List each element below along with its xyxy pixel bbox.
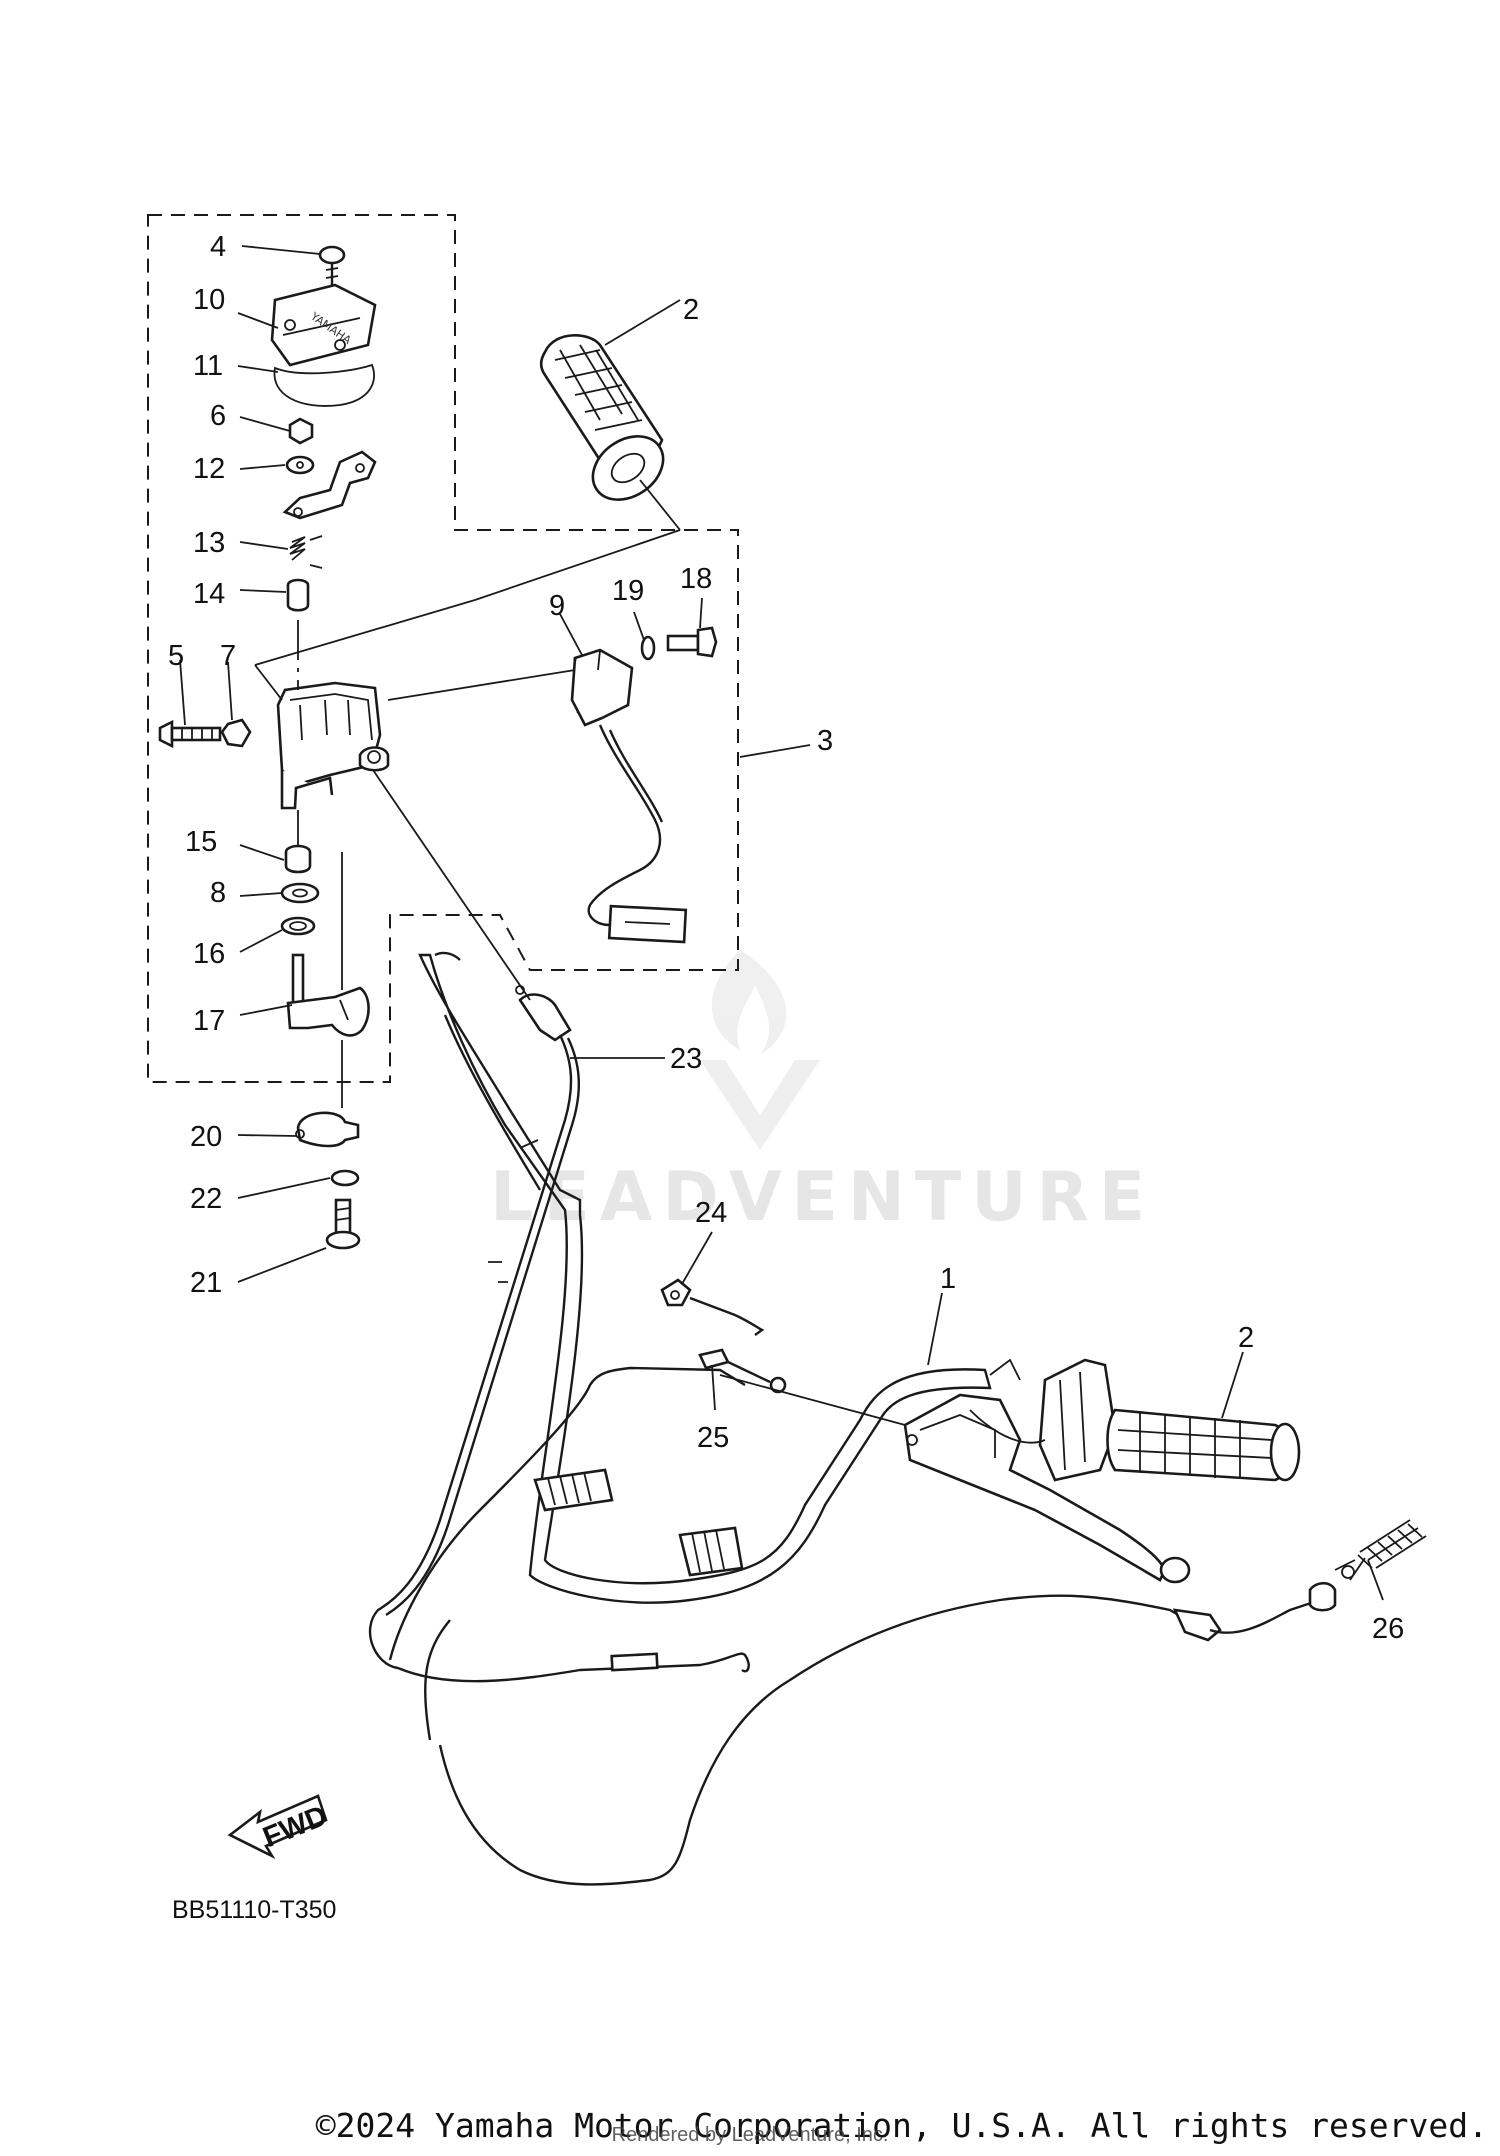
handlebar-part-1: [418, 951, 992, 1604]
switch-housing: [276, 681, 390, 810]
callout-8: 8: [210, 877, 226, 909]
callout-13: 13: [193, 527, 225, 559]
screw-part-4: [318, 245, 346, 290]
callout-24: 24: [695, 1197, 727, 1229]
watermark-logo: [700, 950, 820, 1150]
callout-3: 3: [817, 725, 833, 757]
bracket-part-12: [282, 450, 377, 520]
callout-26: 26: [1372, 1613, 1404, 1645]
switch-part-9: [570, 648, 688, 944]
spring-part-13: [289, 536, 306, 561]
switch-cover-part-10: YAMAHA: [270, 283, 377, 367]
brake-lever-assembly: [903, 1358, 1191, 1584]
clamp-part-24: [660, 1278, 765, 1336]
nut-part-6: [288, 417, 314, 445]
callout-6: 6: [210, 400, 226, 432]
callout-19: 19: [612, 575, 644, 607]
callout-10: 10: [193, 284, 225, 316]
leader-lines: [179, 245, 1384, 1601]
callout-15: 15: [185, 826, 217, 858]
callout-2-top: 2: [683, 294, 699, 326]
callout-14: 14: [193, 578, 225, 610]
washer-part-16: [280, 916, 316, 936]
callout-12: 12: [193, 453, 225, 485]
callout-7: 7: [220, 640, 236, 672]
diagram-code: BB51110-T350: [172, 1896, 336, 1924]
collar-part-15: [284, 844, 312, 874]
rendered-by-text: Rendered by LeadVenture, Inc.: [611, 2124, 889, 2146]
clutch-cable-part-26: [388, 1366, 1427, 1886]
throttle-lever-part-17: [286, 953, 370, 1037]
callout-4: 4: [210, 231, 226, 263]
bolt-part-18: [666, 626, 718, 658]
watermark-text: LEADVENTURE: [490, 1158, 1155, 1237]
bolt-part-5: [158, 719, 222, 749]
callout-21: 21: [190, 1267, 222, 1299]
washer-part-22: [330, 1169, 360, 1187]
nut-part-7: [220, 718, 252, 748]
callout-1: 1: [940, 1263, 956, 1295]
callout-23: 23: [670, 1043, 702, 1075]
washer-part-8: [280, 882, 320, 904]
fwd-arrow-icon: FWD: [227, 1794, 332, 1860]
clamp-part-20: [295, 1111, 360, 1148]
callout-17: 17: [193, 1005, 225, 1037]
callout-20: 20: [190, 1121, 222, 1153]
adjuster-part-25: [698, 1348, 787, 1394]
gasket-part-11: [273, 363, 375, 407]
callout-2-right: 2: [1238, 1322, 1254, 1354]
callout-5: 5: [168, 640, 184, 672]
callout-16: 16: [193, 938, 225, 970]
copyright-footer: ©2024 Yamaha Motor Corporation, U.S.A. A…: [315, 2106, 1488, 2145]
bushing-part-14: [286, 578, 310, 612]
washer-part-19: [640, 635, 656, 661]
bolt-part-21: [325, 1198, 361, 1250]
grip-part-2-top: [539, 334, 665, 501]
callout-18: 18: [680, 563, 712, 595]
callout-25: 25: [697, 1422, 729, 1454]
assembly-box-switch: [147, 214, 739, 1083]
grip-part-2-right: [1106, 1408, 1301, 1482]
throttle-cable-part-23: [368, 985, 750, 1683]
callout-11: 11: [193, 350, 223, 382]
callout-22: 22: [190, 1183, 222, 1215]
callout-9: 9: [549, 590, 565, 622]
